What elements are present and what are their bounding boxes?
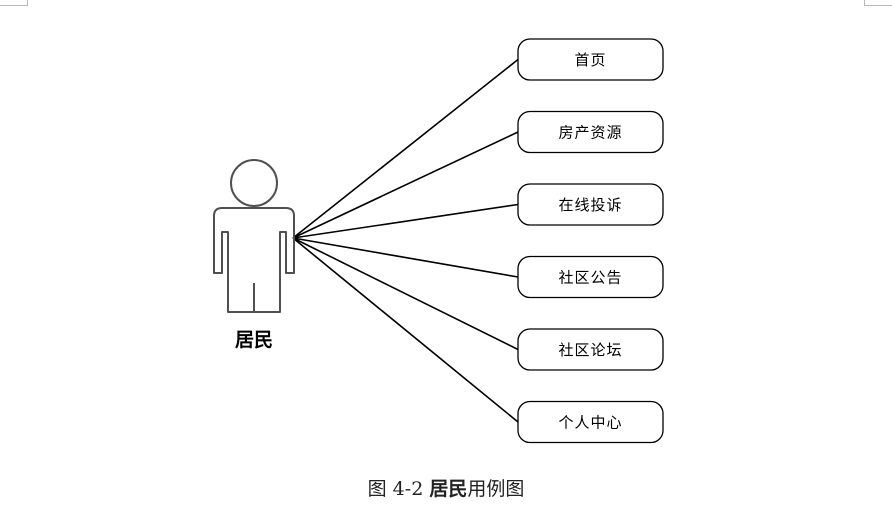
figure-caption: 图 4-2 居民用例图 <box>0 474 892 501</box>
use-case-label: 首页 <box>574 51 606 69</box>
use-case-label: 房产资源 <box>558 124 622 142</box>
actor-label: 居民 <box>235 329 273 351</box>
association-line <box>292 58 519 239</box>
use-case: 社区公告 <box>517 255 664 299</box>
association-line <box>292 237 519 278</box>
use-case: 社区论坛 <box>517 328 664 371</box>
use-case-label: 个人中心 <box>558 414 622 432</box>
actor-head <box>230 159 278 207</box>
use-case-label: 在线投诉 <box>558 196 622 214</box>
use-case-box <box>517 328 664 371</box>
association-lines <box>292 58 519 423</box>
use-case-box <box>517 255 664 299</box>
use-case-box <box>517 38 664 81</box>
use-case-box <box>517 110 664 154</box>
page-corner-mark-right <box>864 0 892 6</box>
use-case: 房产资源 <box>517 110 664 154</box>
association-line <box>292 203 519 239</box>
use-case-label: 社区论坛 <box>558 341 622 359</box>
use-case-box <box>517 400 664 444</box>
use-case: 首页 <box>517 38 664 81</box>
caption-prefix: 图 4-2 <box>367 478 430 500</box>
use-case: 在线投诉 <box>517 183 664 226</box>
association-line <box>292 237 519 423</box>
use-case: 个人中心 <box>517 400 664 444</box>
actor-body <box>213 207 295 313</box>
page-corner-mark-left <box>0 0 28 6</box>
use-case-label: 社区公告 <box>558 269 622 287</box>
actor-figure <box>213 159 295 313</box>
association-line <box>292 131 519 239</box>
caption-suffix: 用例图 <box>467 478 525 500</box>
caption-bold: 居民 <box>429 478 468 500</box>
use-case-box <box>517 183 664 226</box>
association-line <box>292 237 519 351</box>
